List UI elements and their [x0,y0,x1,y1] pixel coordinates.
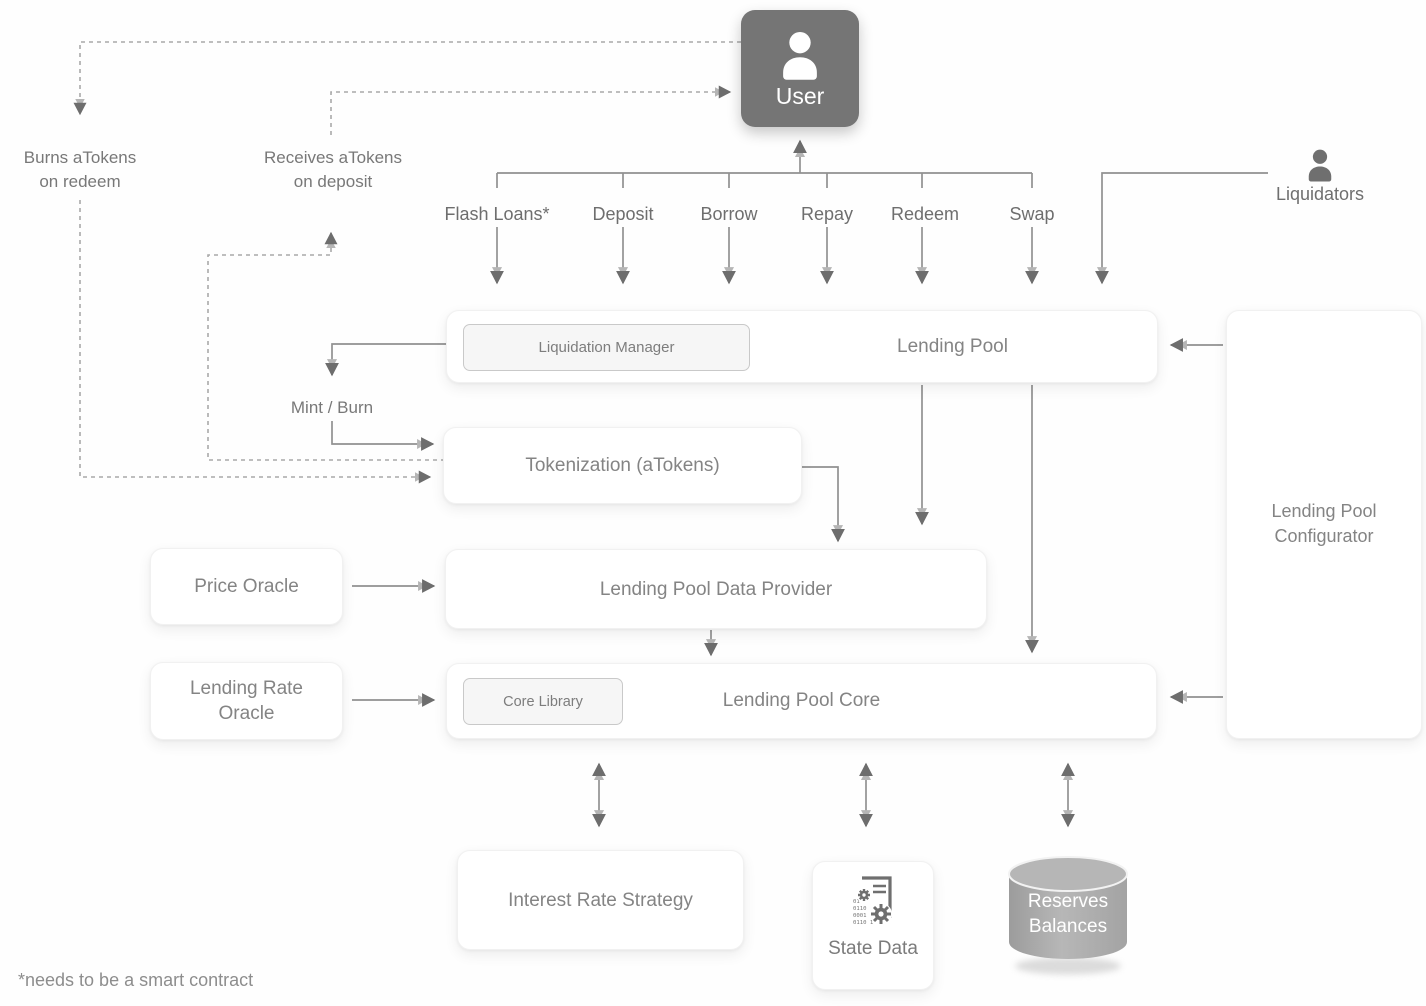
liquidators-icon [1308,149,1332,182]
small-gear-icon [856,887,872,903]
svg-text:0110 1: 0110 1 [853,920,873,926]
note-mint-burn: Mint / Burn [290,398,374,417]
note-receives-atokens: Receives aTokens on deposit [264,148,402,191]
action-label-deposit: Deposit [592,204,654,224]
action-label-borrow: Borrow [700,204,758,224]
interest-rate-strategy-node: Interest Rate Strategy [457,850,744,950]
configurator-node: Lending Pool Configurator [1226,310,1422,739]
action-label-repay: Repay [800,204,854,224]
arrow-tokenization-to-data-provider [801,466,845,543]
connector-branch-ticks [496,173,1033,188]
user-label: User [775,82,825,109]
liquidation-manager-label: Liquidation Manager [538,339,675,356]
lending-pool-core-label: Lending Pool Core [722,690,881,711]
lending-rate-oracle-label: Lending Rate Oracle [189,678,304,724]
data-provider-label: Lending Pool Data Provider [599,579,833,600]
liquidators-label: Liquidators [1275,184,1365,204]
liquidation-manager-chip: Liquidation Manager [463,324,750,371]
core-library-chip: Core Library [463,678,623,725]
tokenization-label: Tokenization (aTokens) [525,455,720,476]
tokenization-node: Tokenization (aTokens) [443,427,802,504]
arrow-liquidators-to-lending-pool [1095,172,1268,285]
note-burns-atokens: Burns aTokens on redeem [23,148,137,191]
state-data-label: State Data [828,938,918,959]
arrow-lending-pool-to-mint-burn [325,343,446,377]
reserves-balances-label: Reserves Balances [1027,891,1109,937]
state-data-icon: 01 0110 0001 0110 1 [853,876,892,926]
state-data-node: 01 0110 0001 0110 1 [812,861,934,990]
user-icon [783,31,817,80]
action-label-flash-loans: Flash Loans* [444,204,550,224]
price-oracle-node: Price Oracle [150,548,343,625]
action-label-redeem: Redeem [890,204,960,224]
user-node: User [741,10,859,127]
lending-pool-label: Lending Pool [897,336,1008,357]
arrow-mint-burn-to-tokenization [331,421,435,451]
svg-text:0001: 0001 [853,913,866,919]
lending-rate-oracle-node: Lending Rate Oracle [150,662,343,740]
lending-pool-core-node: Core Library Lending Pool Core [446,663,1157,739]
footnote-smart-contract: *needs to be a smart contract [18,970,254,990]
svg-text:0110: 0110 [853,906,866,912]
liquidators-node: Liquidators [1272,148,1368,205]
data-provider-node: Lending Pool Data Provider [445,549,987,629]
price-oracle-label: Price Oracle [194,576,299,597]
dashed-receives-note-to-user [330,85,732,135]
core-library-label: Core Library [503,693,583,710]
action-label-swap: Swap [1009,204,1055,224]
interest-rate-strategy-label: Interest Rate Strategy [508,890,693,911]
large-gear-icon [870,903,892,925]
dashed-user-to-burns-note [73,41,741,116]
reserves-cylinder [1008,856,1128,975]
dashed-burns-note-to-tokenization [79,200,432,484]
dashed-tokenization-to-receives-note [207,231,445,461]
configurator-label: Lending Pool Configurator [1271,501,1377,546]
lending-pool-node: Liquidation Manager Lending Pool [446,310,1158,383]
svg-text:01: 01 [853,899,860,905]
